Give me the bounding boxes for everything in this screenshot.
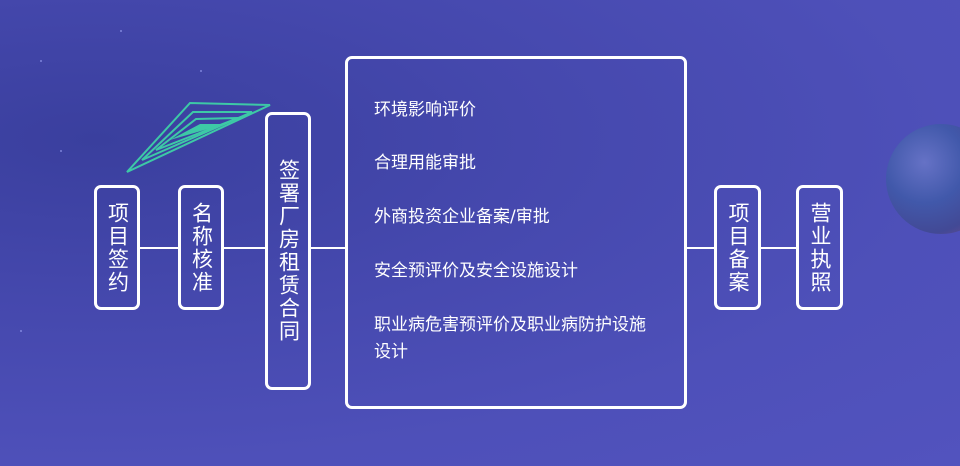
- step-lease-contract: 签署厂房租赁合同: [265, 112, 311, 390]
- triangle-decoration-icon: [126, 101, 271, 173]
- approvals-box: 环境影响评价 合理用能审批 外商投资企业备案/审批 安全预评价及安全设施设计 职…: [345, 56, 687, 409]
- step-label: 签署厂房租赁合同: [276, 159, 301, 343]
- connector: [223, 247, 265, 249]
- step-name-approval: 名称核准: [178, 185, 224, 310]
- connector: [310, 247, 346, 249]
- step-label: 项目签约: [105, 201, 130, 294]
- connector: [760, 247, 796, 249]
- connector: [686, 247, 714, 249]
- star: [200, 70, 202, 72]
- step-label: 项目备案: [726, 201, 750, 294]
- approval-item: 环境影响评价: [374, 100, 476, 120]
- approval-item: 安全预评价及安全设施设计: [374, 261, 578, 281]
- step-project-signing: 项目签约: [94, 185, 140, 310]
- step-project-filing: 项目备案: [714, 185, 761, 310]
- approval-item: 职业病危害预评价及职业病防护设施设计: [374, 315, 646, 362]
- step-label: 名称核准: [189, 201, 214, 294]
- step-label: 营业执照: [808, 201, 832, 294]
- approval-item: 合理用能审批: [374, 153, 476, 173]
- connector: [139, 247, 178, 249]
- star: [20, 330, 22, 332]
- star: [60, 150, 62, 152]
- globe-icon: [886, 124, 960, 234]
- star: [40, 60, 42, 62]
- star: [120, 30, 122, 32]
- approval-item: 外商投资企业备案/审批: [374, 207, 550, 227]
- step-business-license: 营业执照: [796, 185, 843, 310]
